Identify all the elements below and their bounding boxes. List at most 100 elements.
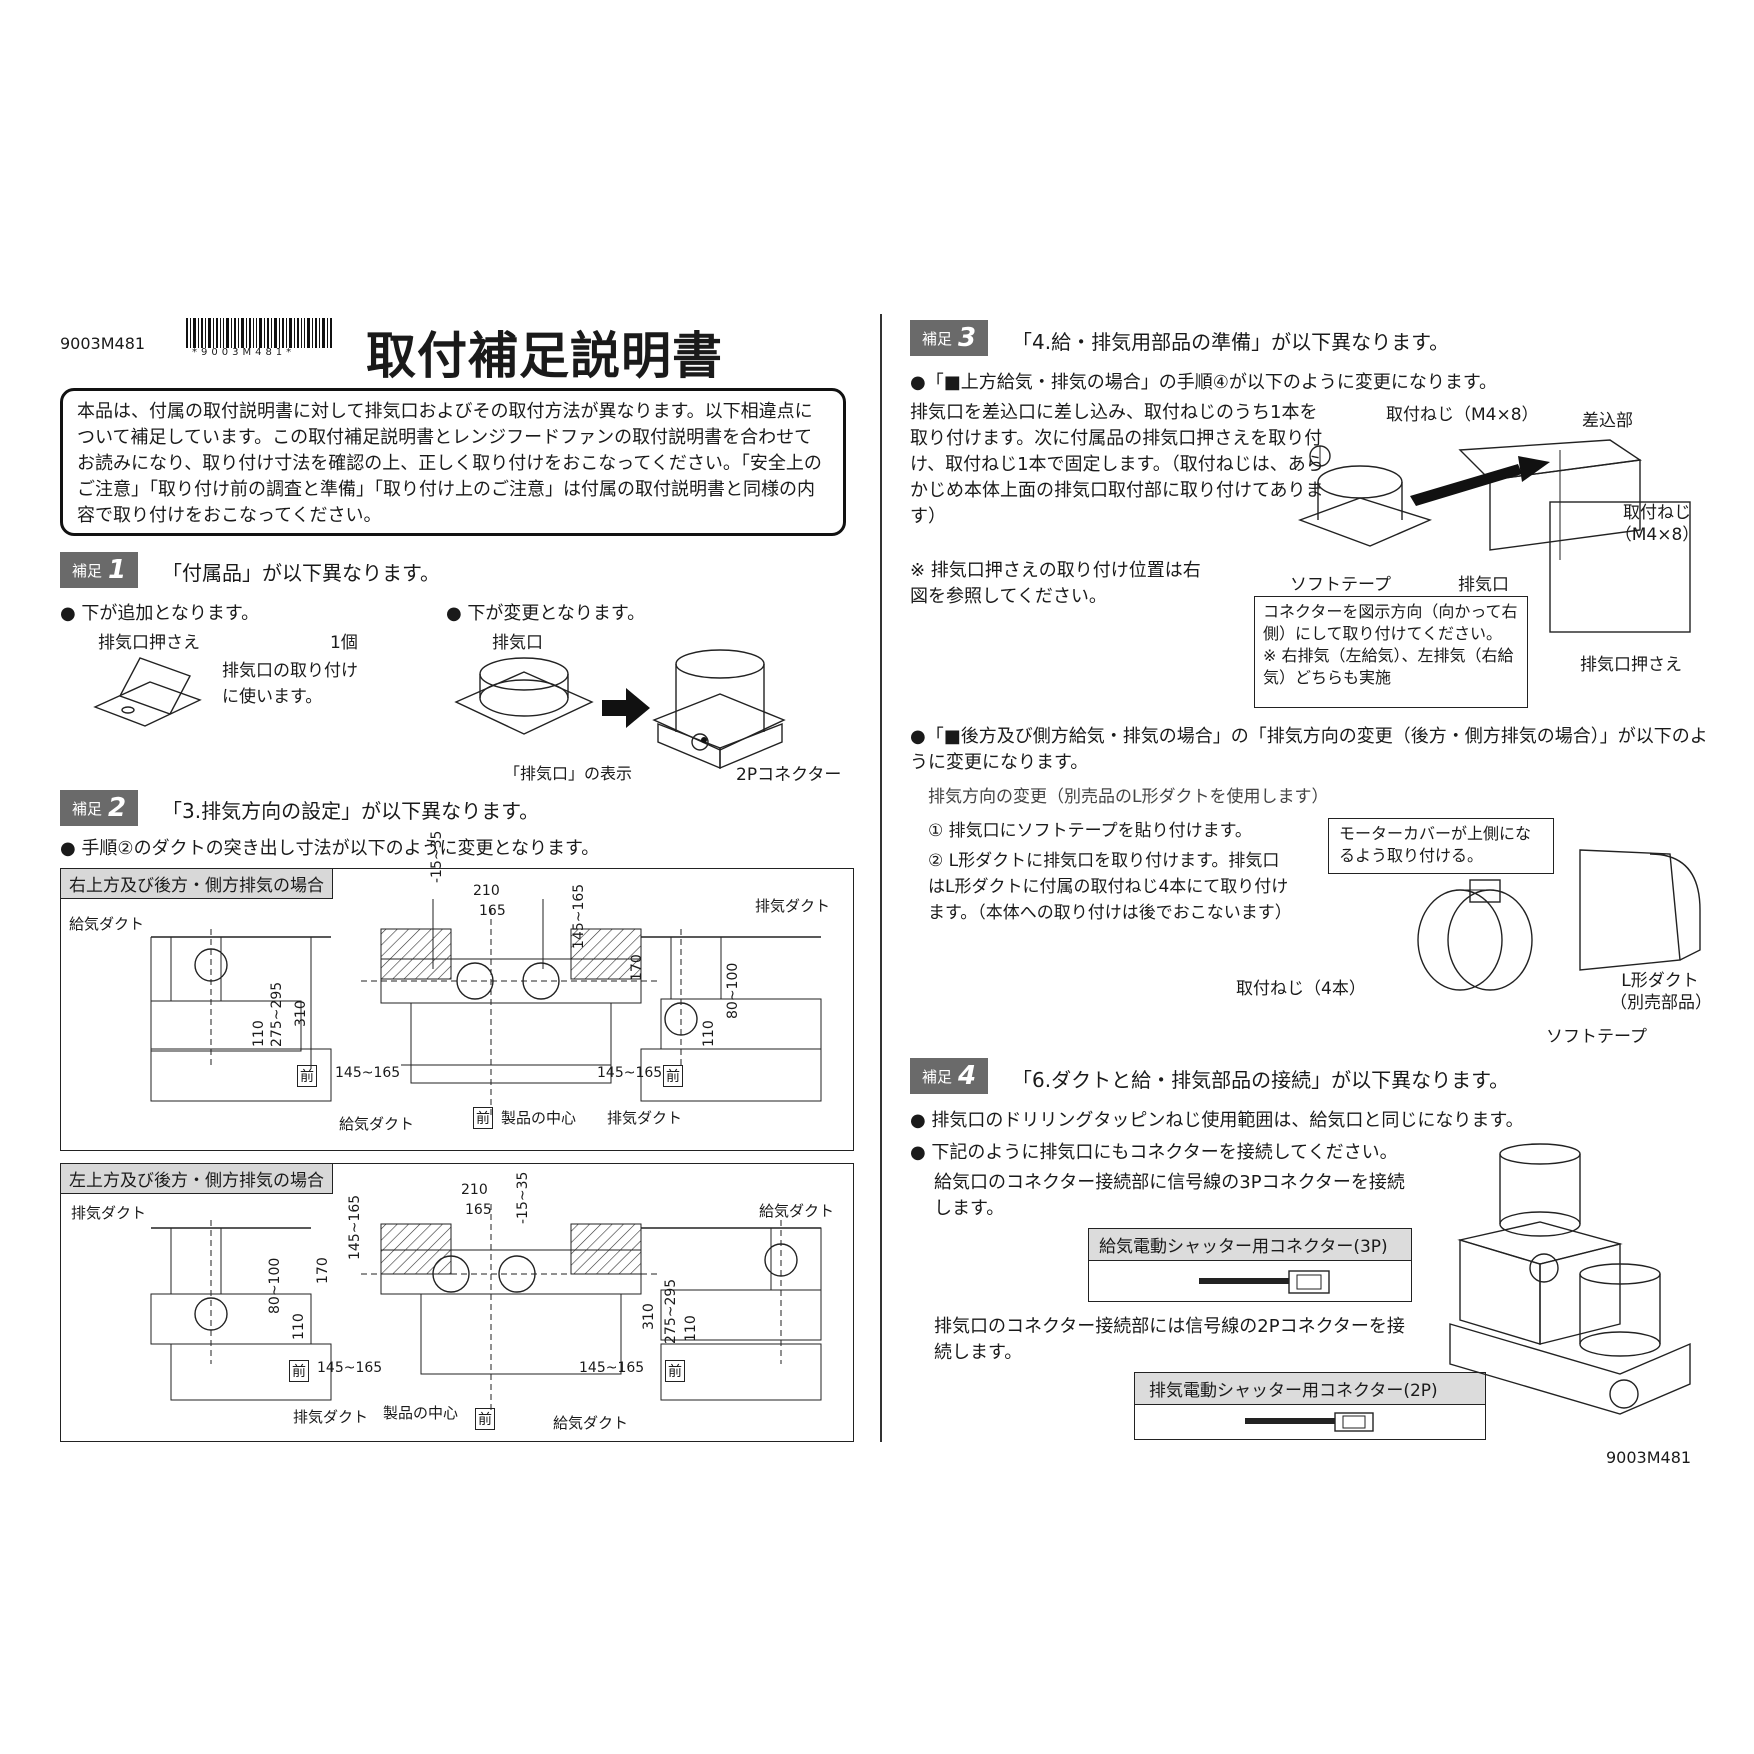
p2-supply-duct-right: 給気ダクト (759, 1202, 835, 1220)
p1-dim-offset: -15~35 (429, 830, 445, 883)
intro-box: 本品は、付属の取付説明書に対して排気口およびその取付方法が異なります。以下相違点… (60, 388, 846, 536)
p2-dim-165: 165 (465, 1202, 492, 1218)
sec3-bullet1: ●「■上方給気・排気の場合」の手順④が以下のように変更になります。 (910, 372, 1498, 393)
sec4-tag-label: 補足 (922, 1067, 953, 1086)
sec3-sub-title: 排気方向の変更（別売品のL形ダクトを使用します） (928, 787, 1329, 807)
panel-right-exhaust: 右上方及び後方・側方排気の場合 給気ダクト 排気ダクト 210 165 -15~… (60, 831, 854, 1151)
sec3-note1: ※ 排気口押さえの取り付け位置は右図を参照してください。 (910, 560, 1201, 607)
p2-front-left: 前 (289, 1360, 309, 1382)
sec1-tag-num: 1 (108, 555, 127, 585)
sec1-tag: 補足 1 (60, 552, 139, 588)
p1-dim-145-165-right: 145~165 (597, 1065, 663, 1081)
sec4-bullet1: ● 排気口のドリリングタッピンねじ使用範囲は、給気口と同じになります。 (910, 1110, 1524, 1131)
p2-dim-80-100: 80~100 (267, 1257, 283, 1314)
panel1-drawing (150, 899, 822, 1119)
holder-part-drawing (93, 657, 202, 727)
column-divider (880, 314, 882, 1442)
sec4-bullet2: ● 下記のように排気口にもコネクターを接続してください。 (910, 1142, 1398, 1163)
screws-4-label: 取付ねじ（4本） (1236, 979, 1366, 999)
part-name: 排気口押さえ (98, 633, 200, 653)
connector-install-drawing (1449, 1143, 1691, 1415)
sec1-tag-label: 補足 (72, 561, 103, 580)
connector-2p-label: 2Pコネクター (736, 765, 842, 785)
sec3-heading: 「4.給・排気用部品の準備」が以下異なります。 (1012, 330, 1450, 354)
p2-dim-210: 210 (461, 1182, 488, 1198)
barcode: *9003M481* (186, 318, 336, 358)
sec3-bullet2: ●「■後方及び側方給気・排気の場合」の「排気方向の変更（後方・側方排気の場合）」… (910, 726, 1708, 773)
p1-dim-80-100: 80~100 (725, 962, 741, 1019)
sec2-heading: 「3.排気方向の設定」が以下異なります。 (162, 799, 540, 823)
intro-text: 本品は、付属の取付説明書に対して排気口およびその取付方法が異なります。以下相違点… (77, 401, 822, 526)
panel2-drawing (150, 1204, 822, 1414)
p2-dim-110-left: 110 (291, 1313, 307, 1340)
connector-3p-label: 給気電動シャッター用コネクター(3P) (1089, 1229, 1411, 1261)
sec3-body1: 排気口を差込口に差し込み、取付ねじのうち1本を取り付けます。次に付属品の排気口押… (910, 402, 1324, 527)
l-duct-drawing (1417, 849, 1701, 991)
p2-supply-duct-bottom: 給気ダクト (553, 1414, 629, 1432)
outlet-label: 排気口 (492, 633, 543, 653)
p2-dim-offset: -15~35 (515, 1171, 531, 1224)
motor-note: モーターカバーが上側になるよう取り付ける。 (1339, 824, 1532, 865)
p1-front-right: 前 (663, 1065, 683, 1087)
sec3-tag-num: 3 (958, 323, 977, 353)
p1-dim-165: 165 (479, 903, 506, 919)
p1-dim-170: 170 (629, 954, 645, 981)
screw-label-2: 取付ねじ（M4×8） (1614, 503, 1700, 545)
p2-dim-275-295: 275~295 (663, 1278, 679, 1344)
sec4-text1: 給気口のコネクター接続部に信号線の3Pコネクターを接続します。 (934, 1172, 1405, 1219)
p1-front-center: 前 (473, 1107, 493, 1129)
p1-dim-145-165-v: 145~165 (571, 883, 587, 949)
p2-front-center: 前 (475, 1408, 495, 1430)
sec2-bullet: ● 手順②のダクトの突き出し寸法が以下のように変更となります。 (60, 838, 600, 859)
connector-3p-icon (1199, 1270, 1330, 1294)
motor-note-box: モーターカバーが上側になるよう取り付ける。 (1328, 818, 1554, 874)
p1-supply-duct: 給気ダクト (69, 915, 145, 933)
p1-exhaust-duct-right: 排気ダクト (755, 897, 831, 915)
outlet-label-3: 排気口 (1458, 575, 1509, 595)
p2-dim-145-165-left: 145~165 (317, 1360, 383, 1376)
p1-dim-145-165-left: 145~165 (335, 1065, 401, 1081)
p1-dim-210: 210 (473, 883, 500, 899)
p1-dim-275-295: 275~295 (269, 981, 285, 1047)
sec4-text2: 排気口のコネクター接続部には信号線の2Pコネクターを接続します。 (934, 1316, 1405, 1363)
page-title: 取付補足説明書 (366, 327, 723, 385)
doc-code: 9003M481 (60, 334, 146, 353)
connector-2p-box: 排気電動シャッター用コネクター(2P) (1134, 1372, 1486, 1440)
p1-exhaust-duct-bottom: 排気ダクト (607, 1109, 683, 1127)
screw-label: 取付ねじ（M4×8） (1386, 405, 1539, 425)
connector-note-2: ※ 右排気（左給気）、左排気（右給気）どちらも実施 (1263, 646, 1514, 687)
sec2-tag-label: 補足 (72, 799, 103, 818)
soft-tape-label-2: ソフトテープ (1546, 1027, 1647, 1047)
p1-front-left: 前 (297, 1065, 317, 1087)
part-qty: 1個 (330, 633, 358, 653)
panel-left-exhaust: 左上方及び後方・側方排気の場合 排気ダクト 給気ダクト 210 165 -15~… (60, 1163, 854, 1442)
p2-dim-145-165-right: 145~165 (579, 1360, 645, 1376)
panel1-title: 右上方及び後方・側方排気の場合 (61, 869, 333, 899)
sec2-tag: 補足 2 (60, 790, 139, 826)
p1-dim-110-right: 110 (701, 1020, 717, 1047)
connector-2p-label: 排気電動シャッター用コネクター(2P) (1135, 1373, 1485, 1405)
sec1-add-bullet: ● 下が追加となります。 (60, 603, 260, 624)
p1-dim-310: 310 (293, 1000, 309, 1027)
p2-exhaust-duct-bottom: 排気ダクト (293, 1408, 369, 1426)
barcode-graphic (186, 318, 332, 348)
p1-supply-duct-bottom: 給気ダクト (339, 1115, 415, 1133)
l-duct-label: L形ダクト（別売部品） (1610, 971, 1712, 1013)
outlet-mark-label: 「排気口」の表示 (504, 764, 633, 783)
connector-note: コネクターを図示方向（向かって右側）にして取り付けてください。 (1263, 602, 1518, 643)
holder-label: 排気口押さえ (1580, 655, 1682, 675)
part-use: 排気口の取り付けに使います。 (222, 661, 358, 707)
sec1-change-bullet: ● 下が変更となります。 (446, 603, 646, 624)
p2-dim-310: 310 (641, 1303, 657, 1330)
connector-2p-icon (1245, 1412, 1374, 1432)
panel2-title: 左上方及び後方・側方排気の場合 (61, 1164, 333, 1194)
p2-front-right: 前 (665, 1360, 685, 1382)
p1-dim-110-left: 110 (251, 1020, 267, 1047)
sec4-heading: 「6.ダクトと給・排気部品の接続」が以下異なります。 (1012, 1068, 1510, 1092)
outlet-holder-drawing (1297, 439, 1691, 633)
soft-tape-label: ソフトテープ (1290, 575, 1391, 595)
barcode-text: *9003M481* (192, 347, 296, 358)
p1-center-label: 製品の中心 (501, 1109, 577, 1127)
connector-3p-box: 給気電動シャッター用コネクター(3P) (1088, 1228, 1412, 1302)
connector-note-box: コネクターを図示方向（向かって右側）にして取り付けてください。 ※ 右排気（左給… (1254, 596, 1528, 708)
